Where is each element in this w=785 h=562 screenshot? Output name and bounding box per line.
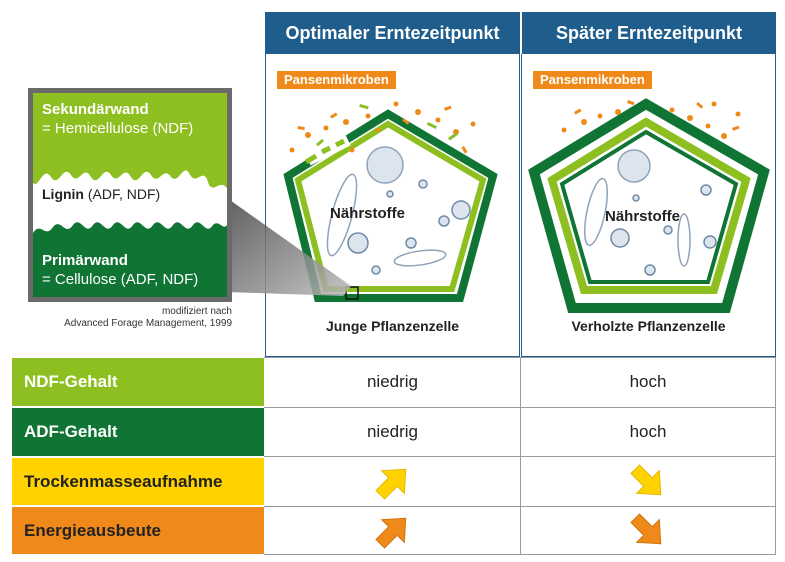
caption-mature-cell: Verholzte Pflanzenzelle xyxy=(571,318,726,334)
vesicle xyxy=(386,190,394,198)
legend-secondary-desc: = Hemicellulose (NDF) xyxy=(42,120,194,137)
wall-fragments xyxy=(304,138,346,165)
mature-cell-secondary-wall xyxy=(547,117,751,294)
young-cell-inner-wall xyxy=(294,120,487,292)
cell-adf-optimal: niedrig xyxy=(366,422,419,441)
vesicle xyxy=(610,228,630,248)
legend-secondary: Sekundärwand = Hemicellulose (NDF) xyxy=(42,100,193,138)
badge-microbes-optimal-label: Pansenmikroben xyxy=(284,72,389,87)
header-late-label: Später Erntezeitpunkt xyxy=(555,22,743,43)
cell-intake-optimal xyxy=(265,457,520,506)
wall-legend: Sekundärwand = Hemicellulose (NDF) Ligni… xyxy=(28,88,232,302)
legend-secondary-title: Sekundärwand xyxy=(42,101,149,118)
row-label-adf: ADF-Gehalt xyxy=(12,408,264,456)
vesicle xyxy=(644,264,656,276)
primary-wall-band xyxy=(33,222,227,297)
source-line-1: modifiziert nach xyxy=(161,306,232,317)
cell-ndf-late: hoch xyxy=(629,372,667,391)
microbes-mature xyxy=(561,100,741,139)
mature-cell-gap xyxy=(544,114,754,298)
vacuole-small xyxy=(393,249,447,267)
vesicle xyxy=(438,215,450,227)
young-cell-outer-wall xyxy=(283,109,498,302)
source-line-2: Advanced Forage Management, 1999 xyxy=(64,318,232,329)
row-label-intake: Trockenmasseaufnahme xyxy=(12,458,264,505)
grid-line xyxy=(775,357,776,555)
cell-panel-optimal xyxy=(265,54,520,357)
zoom-marker xyxy=(345,286,359,300)
row-label-adf-text: ADF-Gehalt xyxy=(24,422,118,441)
up-arrow-icon xyxy=(374,468,406,500)
down-arrow-icon xyxy=(630,512,662,544)
badge-microbes-optimal: Pansenmikroben xyxy=(277,71,396,89)
vesicle xyxy=(451,200,471,220)
vesicle xyxy=(405,237,417,249)
nucleus xyxy=(366,146,404,184)
nutrients-label-optimal: Nährstoffe xyxy=(330,205,406,222)
zoom-cone xyxy=(227,198,351,296)
nutrients-label-late: Nährstoffe xyxy=(605,208,681,225)
legend-lignin: Lignin (ADF, NDF) xyxy=(42,186,160,202)
mature-cell-primary-wall xyxy=(559,129,739,284)
vesicle xyxy=(703,235,717,249)
row-label-energy: Energieausbeute xyxy=(12,507,264,554)
legend-lignin-desc: (ADF, NDF) xyxy=(87,186,161,202)
vesicle xyxy=(700,184,712,196)
cell-intake-late xyxy=(521,457,775,506)
secondary-wall-band xyxy=(33,93,227,188)
grid-line xyxy=(520,357,521,555)
row-label-ndf-text: NDF-Gehalt xyxy=(24,372,118,391)
down-arrow-icon xyxy=(630,463,662,495)
vacuole-small xyxy=(677,213,691,267)
legend-lignin-title: Lignin xyxy=(42,186,84,202)
badge-microbes-late: Pansenmikroben xyxy=(533,71,652,89)
wall-debris-young xyxy=(316,104,458,147)
vesicle xyxy=(371,265,381,275)
header-late: Später Erntezeitpunkt xyxy=(522,12,776,54)
cell-adf-late: hoch xyxy=(629,422,667,441)
cell-energy-optimal xyxy=(265,507,520,554)
header-optimal: Optimaler Erntezeitpunkt xyxy=(265,12,520,54)
row-label-intake-text: Trockenmasseaufnahme xyxy=(24,471,223,491)
cell-energy-late xyxy=(521,507,775,554)
legend-primary: Primärwand = Cellulose (ADF, NDF) xyxy=(42,251,198,289)
vesicle xyxy=(632,194,640,202)
mature-cell-outer-wall xyxy=(528,98,770,313)
vacuole xyxy=(583,177,609,247)
vesicle xyxy=(418,179,428,189)
caption-young-cell: Junge Pflanzenzelle xyxy=(325,318,460,334)
nucleus xyxy=(617,149,651,183)
legend-primary-desc: = Cellulose (ADF, NDF) xyxy=(42,271,199,288)
row-label-ndf: NDF-Gehalt xyxy=(12,358,264,406)
young-cell-illustration xyxy=(283,101,498,302)
badge-microbes-late-label: Pansenmikroben xyxy=(540,72,645,87)
source-note: modifiziert nach Advanced Forage Managem… xyxy=(20,306,232,330)
vesicle xyxy=(347,232,369,254)
mature-cell-illustration xyxy=(528,98,770,313)
legend-primary-title: Primärwand xyxy=(42,252,128,269)
vacuole xyxy=(326,173,358,257)
up-arrow-icon xyxy=(374,517,406,549)
cell-panel-late xyxy=(521,54,776,357)
vesicle xyxy=(663,225,673,235)
cell-ndf-optimal: niedrig xyxy=(366,372,419,391)
header-optimal-label: Optimaler Erntezeitpunkt xyxy=(285,22,500,43)
microbes-young xyxy=(289,101,476,154)
row-label-energy-text: Energieausbeute xyxy=(24,520,161,540)
wall-legend-graphic xyxy=(33,93,227,297)
